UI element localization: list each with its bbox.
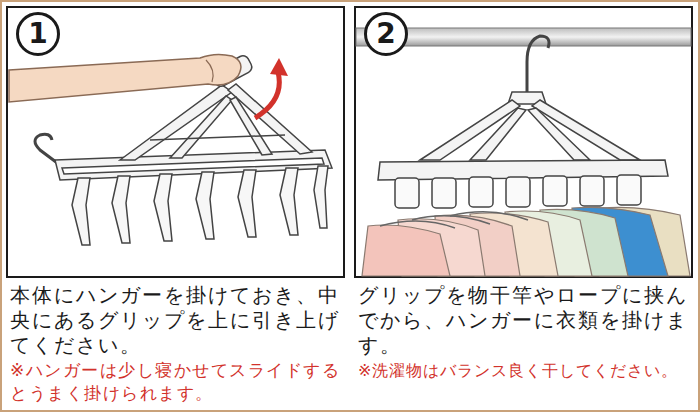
step-number: 1 bbox=[28, 20, 47, 48]
step-number-circle: 1 bbox=[16, 12, 60, 56]
instruction-text: 本体にハンガーを掛けておき、中央にあるグリップを上に引き上げてください。 bbox=[10, 283, 348, 358]
instruction-text: グリップを物干竿やロープに挟んでから、ハンガーに衣類を掛けます。 bbox=[358, 283, 696, 358]
step-number: 2 bbox=[376, 20, 395, 48]
note-text: ※洗濯物はバランス良く干してください。 bbox=[358, 359, 696, 382]
note-text: ※ハンガーは少し寝かせてスライドするとうまく掛けられます。 bbox=[10, 359, 348, 405]
step-number-circle: 2 bbox=[364, 12, 408, 56]
